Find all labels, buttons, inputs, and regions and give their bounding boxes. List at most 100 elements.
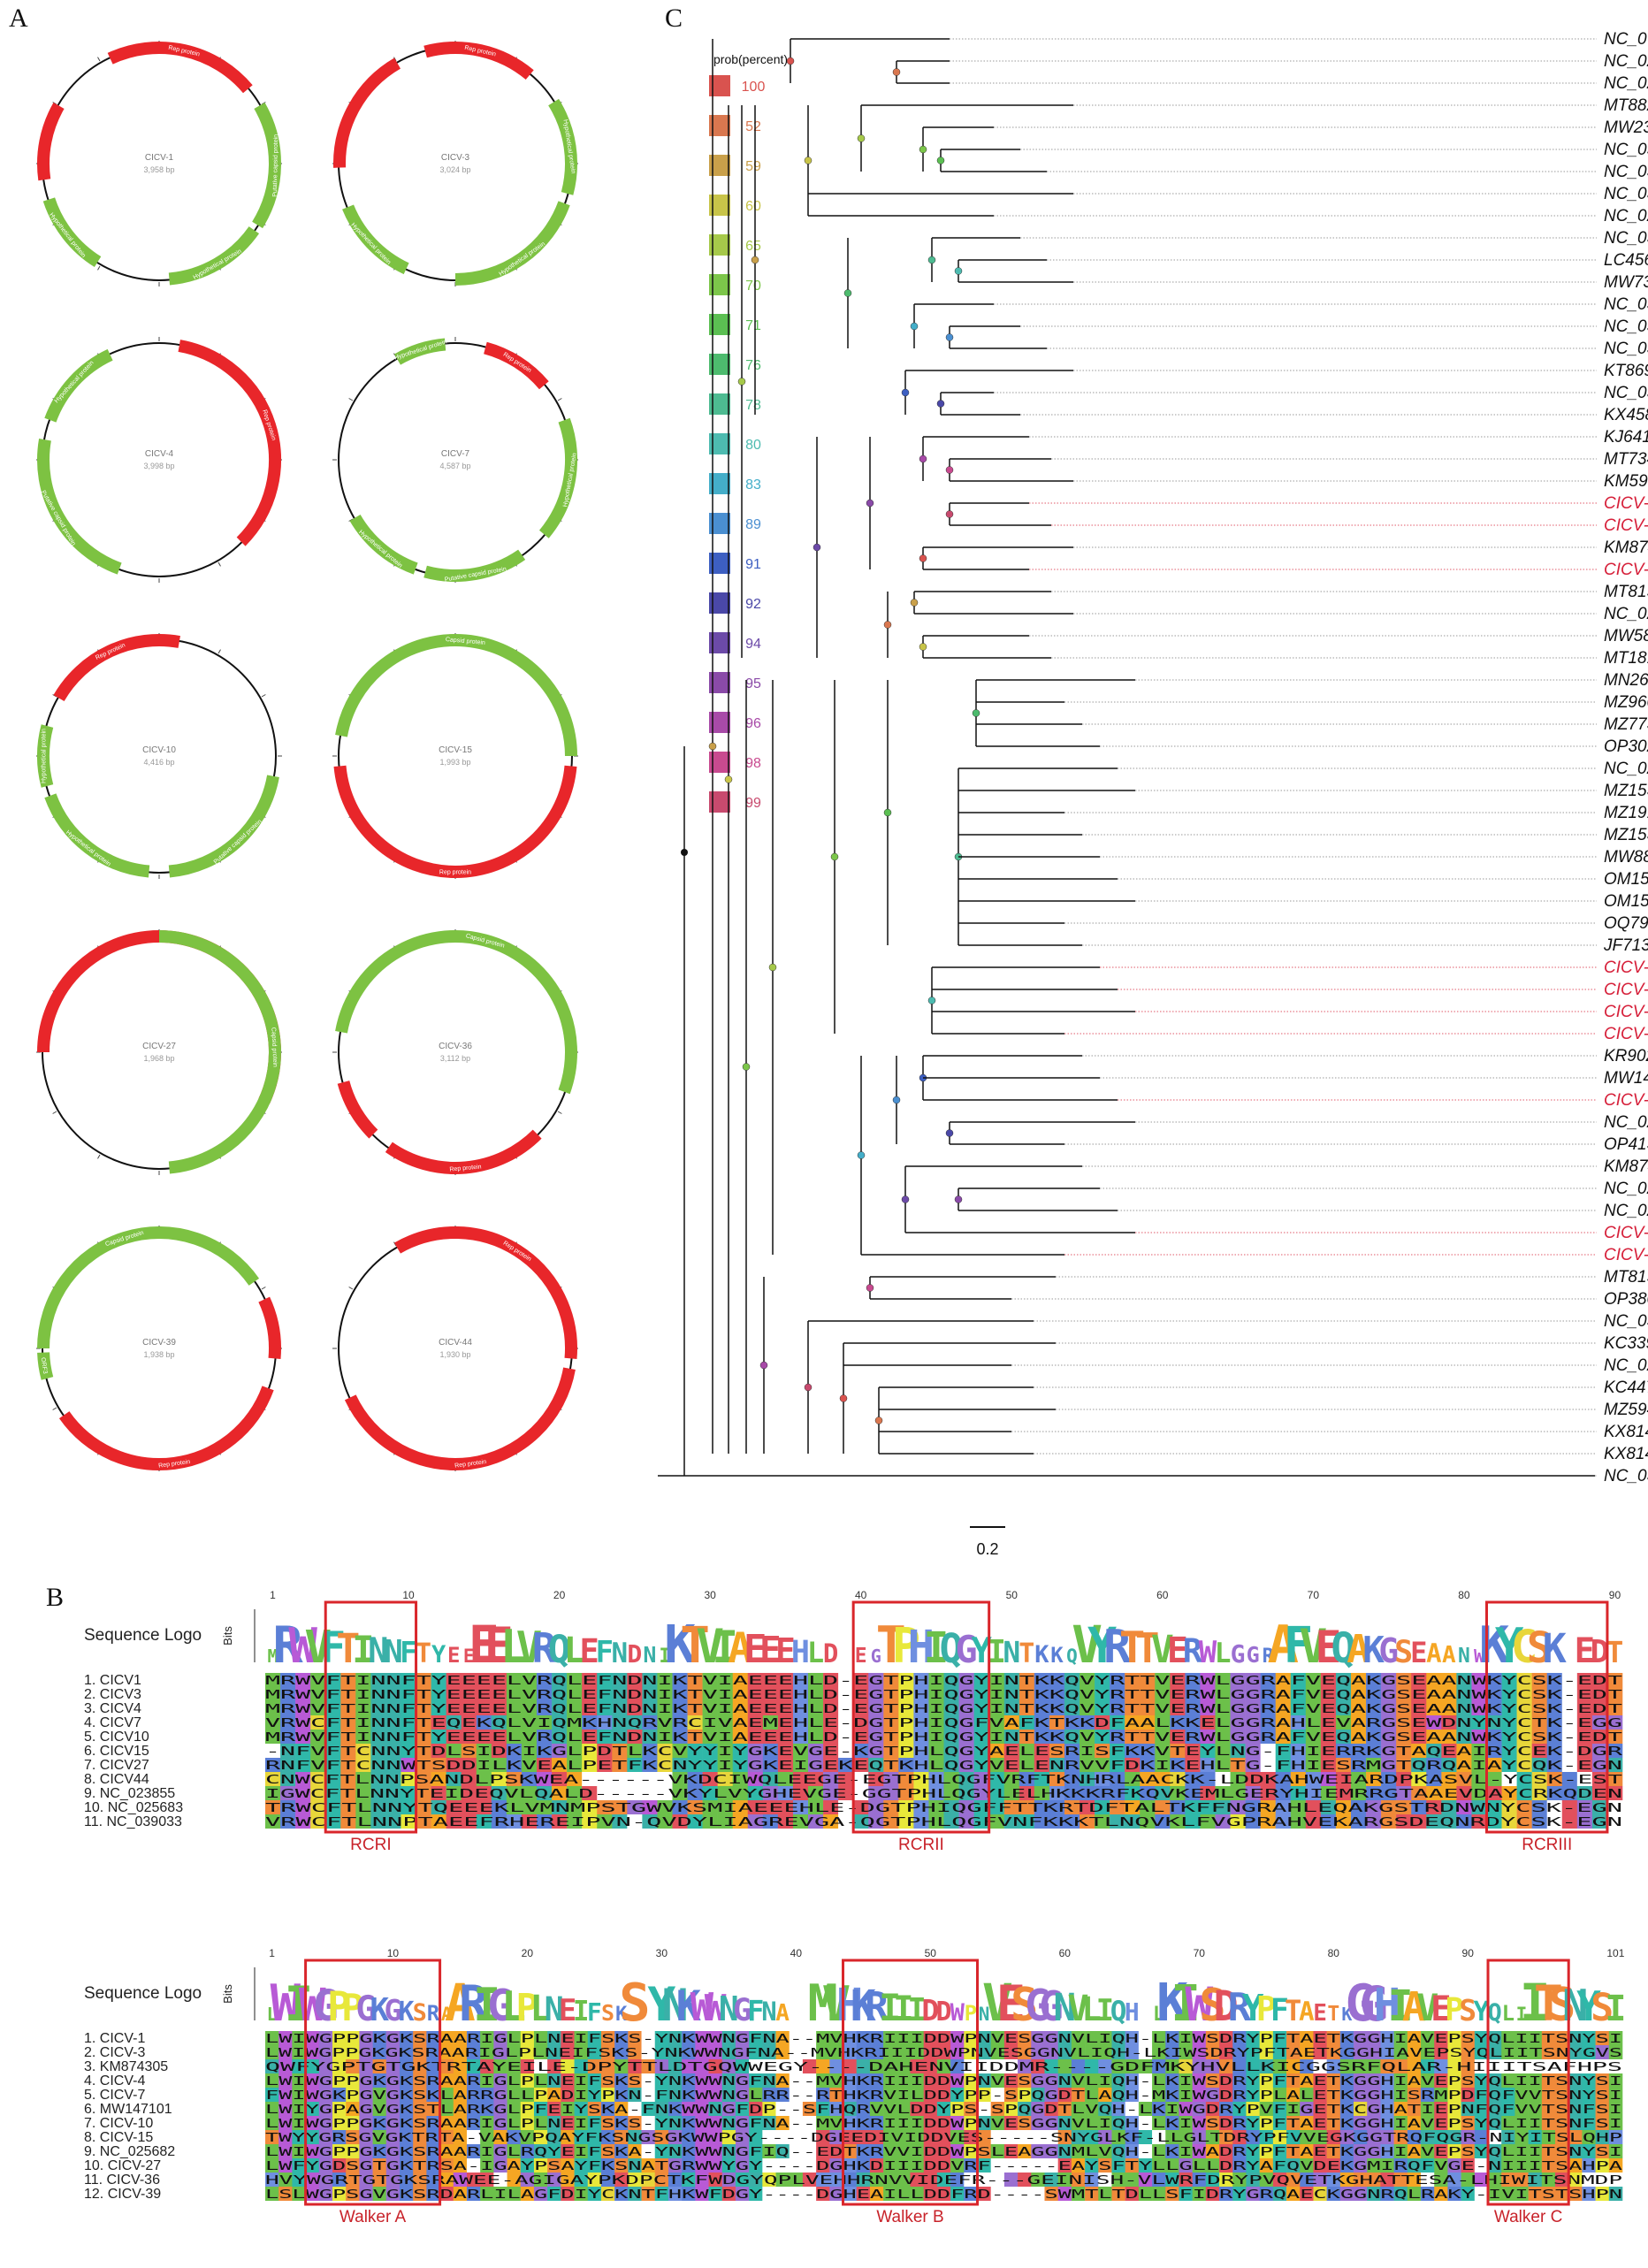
logo-letter: K — [1341, 2004, 1352, 2025]
residue-cell — [913, 1687, 929, 1701]
residue-cell — [735, 2045, 750, 2059]
residue-cell — [735, 2102, 750, 2116]
residue-cell — [1421, 2130, 1435, 2144]
residue-string: MRWVFTINNFTYEEEELVRQLEFNDNIKTVIAEEEHLD-E… — [265, 1689, 1622, 1702]
motif-box — [851, 1600, 991, 1834]
residue-cell — [1366, 1701, 1382, 1715]
logo-letter: S — [1199, 1980, 1225, 2031]
residue-cell — [1080, 1814, 1095, 1829]
residue-cell — [721, 2130, 736, 2144]
residue-cell — [332, 2116, 347, 2130]
residue-cell — [1064, 1715, 1080, 1730]
residue-cell — [1380, 2187, 1394, 2201]
residue-cell — [1031, 2130, 1045, 2144]
residue-cell — [747, 1701, 764, 1715]
residue-cell — [777, 1744, 794, 1758]
node-support-marker — [708, 742, 717, 751]
logo-letter: H — [791, 1635, 810, 1670]
residue-cell — [1426, 1730, 1442, 1744]
residue-cell — [561, 2088, 575, 2102]
residue-cell — [325, 1715, 341, 1730]
residue-cell — [416, 1673, 431, 1687]
residue-cell — [1232, 2187, 1247, 2201]
residue-cell — [1230, 1673, 1246, 1687]
orf-label: Rep protein — [439, 870, 471, 876]
residue-cell — [1380, 2073, 1394, 2088]
residue-cell — [928, 1673, 944, 1687]
residue-cell — [359, 2031, 373, 2045]
residue-cell — [732, 1786, 749, 1800]
residue-cell — [721, 2031, 736, 2045]
logo-letter: M — [808, 1974, 838, 2033]
residue-cell — [431, 1687, 446, 1701]
residue-cell — [762, 1814, 779, 1829]
orf-label: Putative capsid protein — [272, 134, 279, 197]
taxon-label: MW588081-Swan-UK-2021 — [1604, 627, 1648, 645]
residue-cell — [641, 2088, 656, 2102]
residue-cell — [1380, 2116, 1394, 2130]
residue-cell — [1179, 2173, 1193, 2187]
residue-cell — [1474, 2102, 1489, 2116]
residue-cell — [913, 1800, 929, 1814]
residue-cell — [702, 1687, 718, 1701]
logo-letter: Y — [431, 1641, 446, 1669]
residue-cell — [1582, 2187, 1596, 2201]
residue-cell — [561, 2059, 575, 2073]
logo-letter: G — [1247, 1642, 1260, 1668]
residue-cell — [792, 1800, 809, 1814]
residue-cell — [762, 1758, 779, 1772]
residue-cell — [732, 1687, 749, 1701]
residue-cell — [1381, 1744, 1397, 1758]
residue-cell — [702, 1800, 718, 1814]
residue-cell — [654, 2144, 669, 2158]
residue-cell — [1421, 2158, 1435, 2173]
residue-cell — [1098, 2045, 1112, 2059]
residue-cell — [1125, 1673, 1141, 1687]
residue-cell — [843, 2031, 858, 2045]
residue-cell — [1576, 1758, 1593, 1772]
residue-cell — [1555, 2031, 1569, 2045]
residue-cell — [910, 2144, 925, 2158]
logo-letter: Y — [1473, 1997, 1489, 2027]
residue-cell — [883, 1701, 899, 1715]
residue-cell — [1561, 1715, 1578, 1730]
residue-cell — [1064, 1786, 1080, 1800]
residue-cell — [977, 2102, 991, 2116]
residue-cell — [717, 1814, 734, 1829]
sequence-name: 9. NC_025682 — [84, 2144, 175, 2159]
logo-letter: W — [1185, 1978, 1213, 2032]
logo-letter: R — [459, 1975, 489, 2032]
residue-cell — [1541, 2116, 1556, 2130]
node-support-marker — [910, 322, 919, 331]
residue-cell — [292, 2116, 306, 2130]
residue-cell — [1049, 1673, 1065, 1687]
residue-cell — [1576, 1673, 1593, 1687]
residue-cell — [1205, 2116, 1220, 2130]
residue-cell — [1528, 2158, 1543, 2173]
residue-cell — [1155, 1744, 1171, 1758]
residue-cell — [657, 1730, 673, 1744]
residue-cell — [1354, 2088, 1368, 2102]
residue-cell — [547, 2102, 561, 2116]
orf-arc — [333, 765, 577, 878]
residue-cell — [843, 2116, 858, 2130]
residue-cell — [401, 1715, 416, 1730]
residue-cell — [612, 1786, 628, 1800]
residue-cell — [561, 2173, 575, 2187]
residue-cell — [708, 2187, 723, 2201]
residue-cell — [1582, 2031, 1596, 2045]
residue-cell — [1576, 1730, 1593, 1744]
residue-cell — [1541, 2144, 1556, 2158]
residue-cell — [561, 2073, 575, 2088]
residue-cell — [1591, 1758, 1608, 1772]
legend-label: 92 — [745, 597, 761, 612]
tick-mark — [261, 102, 266, 105]
residue-cell — [1155, 1800, 1171, 1814]
residue-cell — [399, 2045, 414, 2059]
residue-cell — [1272, 2073, 1287, 2088]
residue-cell — [1576, 1715, 1593, 1730]
residue-cell — [1367, 2144, 1381, 2158]
residue-cell — [533, 2102, 548, 2116]
residue-cell — [453, 2144, 468, 2158]
residue-cell — [735, 2073, 750, 2088]
